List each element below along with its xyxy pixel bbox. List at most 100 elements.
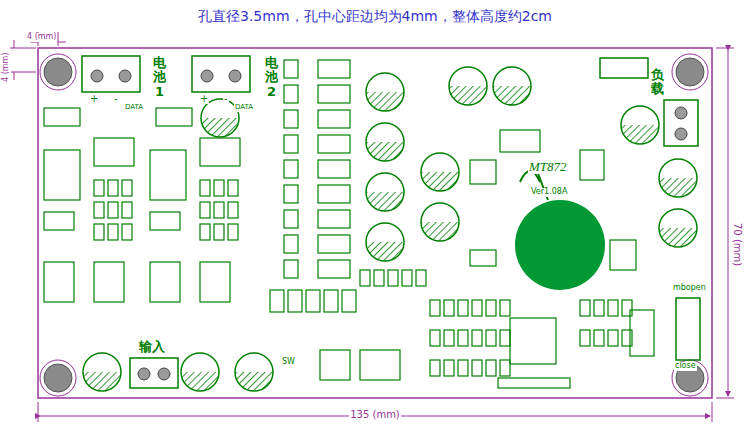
smd-part xyxy=(284,135,298,153)
capacitor xyxy=(83,353,121,391)
smd-part xyxy=(630,310,654,356)
smd-part xyxy=(284,210,298,228)
smd-part xyxy=(284,260,298,278)
smd-part xyxy=(324,290,338,312)
smd-part xyxy=(108,180,118,196)
capacitor-hatch xyxy=(621,125,659,144)
capacitor-hatch xyxy=(493,86,531,105)
board-label: - xyxy=(223,93,229,104)
smd-part xyxy=(444,300,454,316)
smd-part xyxy=(94,180,104,196)
smd-part xyxy=(388,270,398,286)
smd-part xyxy=(214,202,224,218)
board-label: close xyxy=(674,362,697,371)
smd-part xyxy=(444,330,454,346)
smd-part xyxy=(94,262,124,302)
smd-part xyxy=(500,330,510,346)
board-label: 输入 xyxy=(138,340,166,354)
capacitor xyxy=(449,67,487,105)
capacitor-hatch xyxy=(181,372,219,391)
smd-part xyxy=(228,224,238,240)
smd-part xyxy=(580,300,590,316)
smd-part xyxy=(374,270,384,286)
board-label: + xyxy=(89,93,99,104)
capacitor-hatch xyxy=(235,372,273,391)
smd-part xyxy=(150,150,186,200)
smd-part xyxy=(458,330,468,346)
smd-part xyxy=(214,224,224,240)
smd-part xyxy=(284,85,298,103)
smd-part xyxy=(306,290,320,312)
smd-part xyxy=(500,300,510,316)
smd-part xyxy=(318,135,350,153)
smd-part xyxy=(470,250,496,266)
board-label: DATA xyxy=(124,104,144,112)
board-label: DATA xyxy=(234,104,254,112)
capacitor xyxy=(421,203,459,241)
board-label: - xyxy=(113,93,119,104)
smd-part xyxy=(320,350,350,380)
smd-part xyxy=(470,160,496,184)
terminal-pins xyxy=(91,70,687,380)
capacitor xyxy=(235,353,273,391)
smd-part xyxy=(94,138,134,166)
smd-part xyxy=(486,300,496,316)
smd-part xyxy=(360,350,400,380)
smd-part xyxy=(472,360,482,376)
smd-part xyxy=(500,130,540,152)
smd-part xyxy=(402,270,412,286)
smd-part xyxy=(284,110,298,128)
board-label: 135 (mm) xyxy=(349,409,401,420)
smd-parts xyxy=(44,60,654,380)
capacitor-hatch xyxy=(449,86,487,105)
smd-part xyxy=(318,185,350,203)
smd-part xyxy=(430,360,440,376)
smd-part xyxy=(122,224,132,240)
capacitor-hatch xyxy=(366,192,404,211)
smd-part xyxy=(288,290,302,312)
smd-part xyxy=(318,60,350,78)
board-label: 电池1 xyxy=(152,56,167,99)
capacitor-hatch xyxy=(366,92,404,111)
board-label: 电池2 xyxy=(264,56,279,99)
smd-part xyxy=(594,330,604,346)
board-label: 负载 xyxy=(650,68,665,97)
capacitor xyxy=(181,353,219,391)
smd-part xyxy=(444,360,454,376)
capacitor xyxy=(493,67,531,105)
board-label: + xyxy=(199,93,209,104)
smd-part xyxy=(318,110,350,128)
smd-part xyxy=(318,260,350,278)
capacitor xyxy=(659,159,697,197)
smd-part xyxy=(318,160,350,178)
ic-outline xyxy=(510,318,556,364)
smd-part xyxy=(200,224,210,240)
capacitor-hatch xyxy=(366,242,404,261)
smd-part xyxy=(318,235,350,253)
smd-part xyxy=(228,180,238,196)
smd-part xyxy=(500,360,510,376)
smd-part xyxy=(318,210,350,228)
smd-part xyxy=(610,240,636,270)
smd-part xyxy=(430,330,440,346)
smd-part xyxy=(608,300,618,316)
capacitor-hatch xyxy=(83,372,121,391)
capacitor-hatch xyxy=(421,222,459,241)
smd-part xyxy=(214,180,224,196)
smd-part xyxy=(430,300,440,316)
board-label: Ver1.08A xyxy=(530,188,568,197)
smd-part xyxy=(284,160,298,178)
smd-part xyxy=(486,360,496,376)
capacitor xyxy=(366,223,404,261)
smd-part xyxy=(486,330,496,346)
capacitor-hatch xyxy=(659,178,697,197)
smd-part xyxy=(94,224,104,240)
smd-part xyxy=(458,300,468,316)
capacitor-hatch xyxy=(366,142,404,161)
smd-part xyxy=(472,330,482,346)
smd-part xyxy=(228,202,238,218)
board-label: SW xyxy=(281,358,296,367)
board-label: 4 (mm) xyxy=(26,33,57,42)
capacitor xyxy=(621,106,659,144)
